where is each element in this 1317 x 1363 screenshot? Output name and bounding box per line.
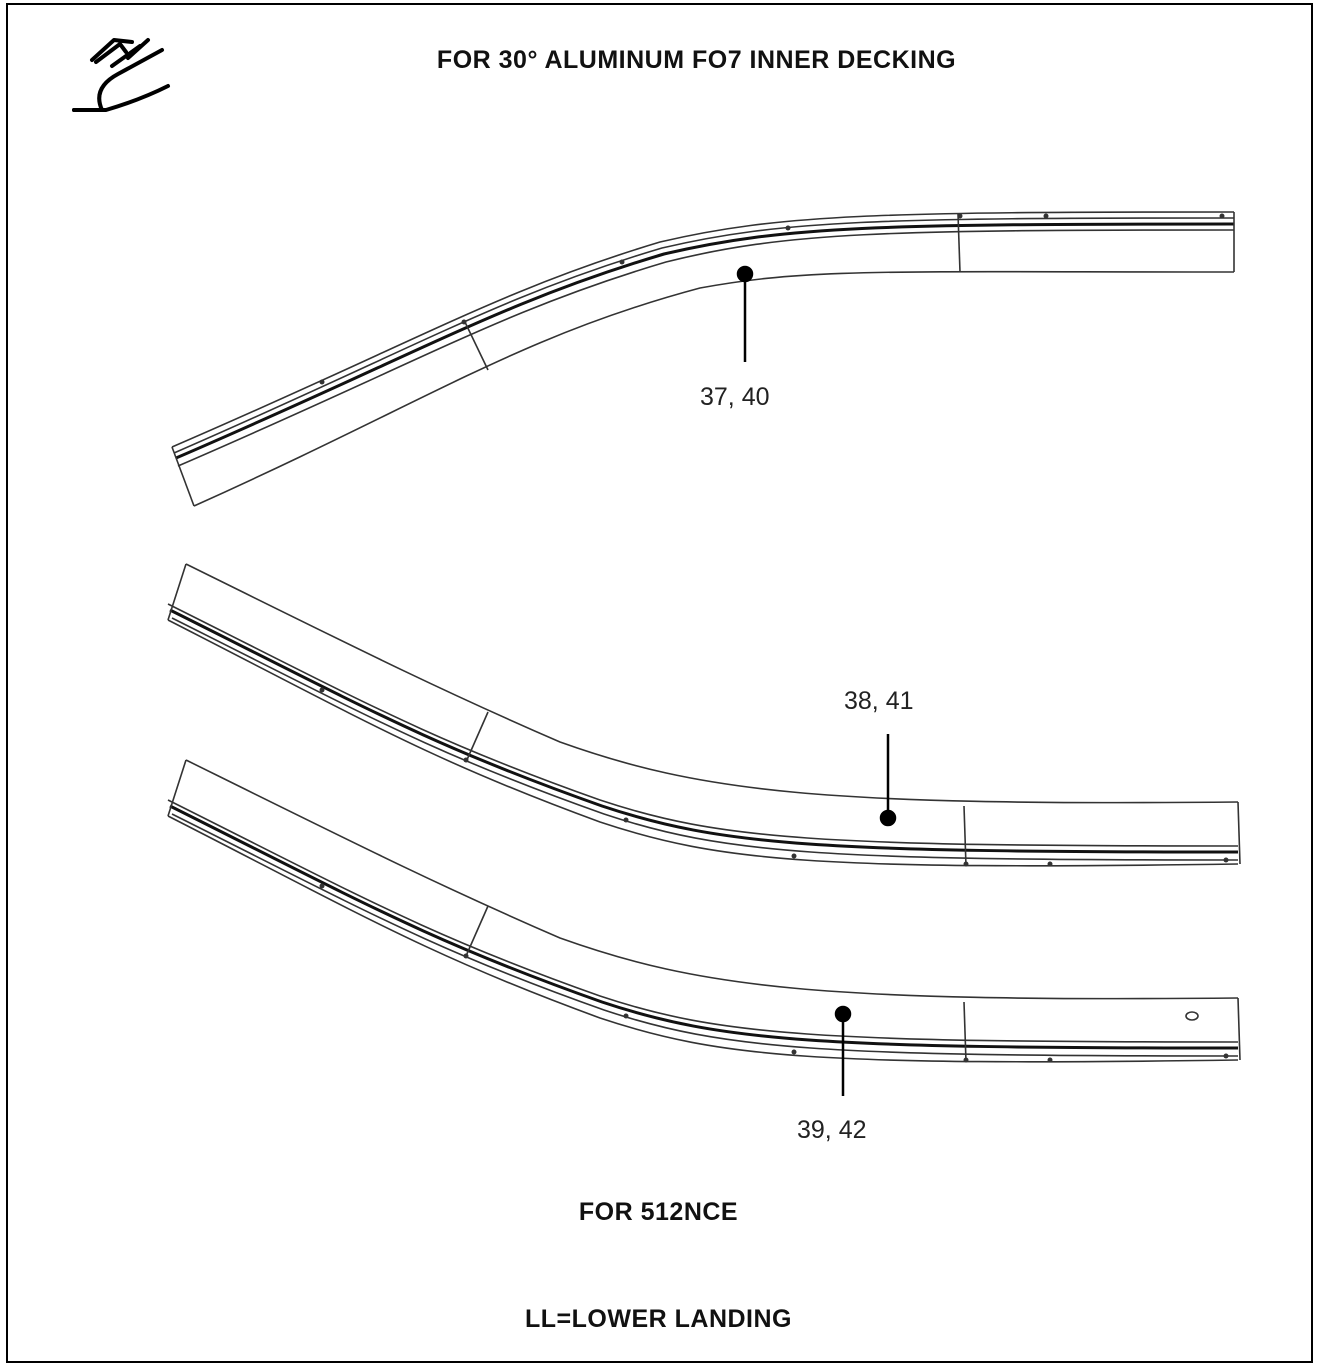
page-title: FOR 30° ALUMINUM FO7 INNER DECKING [436, 46, 957, 74]
decking-part-38-41 [167, 563, 1241, 867]
legend-caption: LL=LOWER LANDING [524, 1305, 792, 1333]
callout-leader-38-41 [879, 734, 897, 827]
callout-label-37-40: 37, 40 [700, 383, 770, 411]
model-caption: FOR 512NCE [578, 1198, 739, 1226]
decking-part-39-42 [167, 759, 1241, 1063]
callout-leader-39-42 [834, 1005, 852, 1096]
callout-label-39-42: 39, 42 [797, 1116, 867, 1144]
decking-part-37-40 [171, 211, 1235, 507]
callout-label-38-41: 38, 41 [844, 687, 914, 715]
callout-leader-37-40 [736, 265, 754, 362]
